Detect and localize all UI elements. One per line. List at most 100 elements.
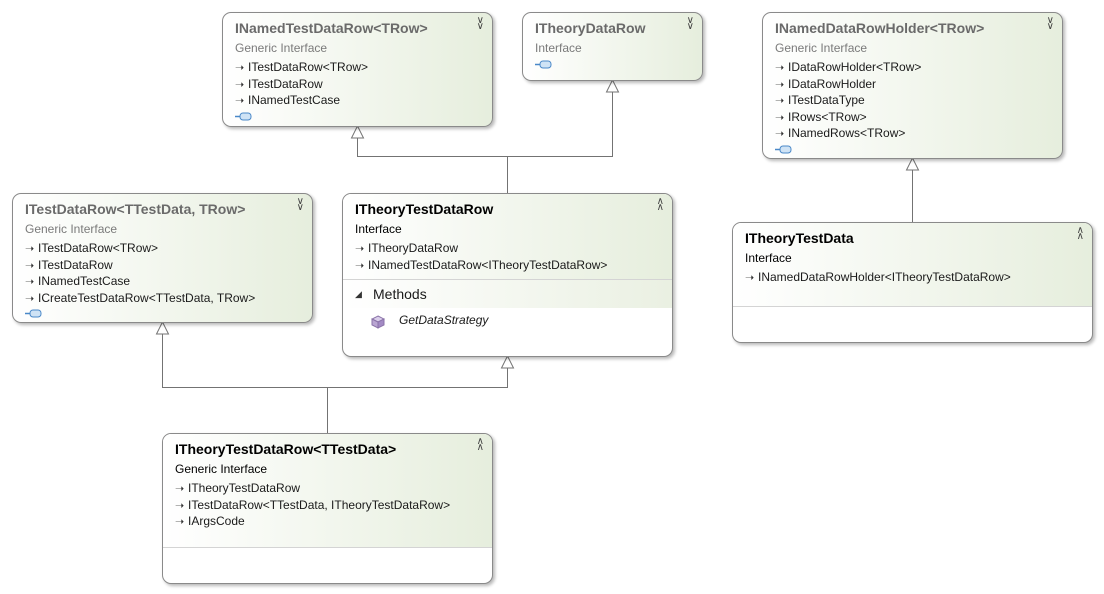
inheritance-arrow-icon: ➝ xyxy=(235,78,245,91)
inheritance-arrow-icon: ➝ xyxy=(25,243,35,255)
generalization-arrowhead xyxy=(905,156,920,171)
shape-title: ITestDataRow<TTestData, TRow> xyxy=(25,201,246,217)
inherited-interface: ➝INamedTestDataRow<ITheoryTestDataRow> xyxy=(355,258,646,275)
inheritance-arrow-icon: ➝ xyxy=(175,499,185,512)
inherited-interface: ➝ITestDataRow<TRow> xyxy=(25,241,300,258)
edge-generic-to-itheorytestdatarow xyxy=(327,368,508,388)
interface-lollipop-icon xyxy=(535,60,690,69)
generalization-arrowhead xyxy=(155,320,170,335)
shape-header: ITestDataRow<TTestData, TRow> Generic In… xyxy=(13,194,312,237)
empty-compartment xyxy=(733,306,1092,342)
method-name: GetDataStrategy xyxy=(399,313,489,327)
inheritance-arrow-icon: ➝ xyxy=(775,62,785,74)
inheritance-arrow-icon: ➝ xyxy=(235,95,245,108)
interface-shape-itestdatarow[interactable]: ITestDataRow<TTestData, TRow> Generic In… xyxy=(12,193,313,323)
triangle-down-icon[interactable]: ◢ xyxy=(355,289,362,299)
inheritance-arrow-icon: ➝ xyxy=(775,111,785,124)
method-cube-icon xyxy=(370,313,386,337)
double-chevron-down-icon[interactable]: ∨∨ xyxy=(296,196,304,213)
inherited-interface: ➝IRows<TRow> xyxy=(775,110,1050,127)
inheritance-arrow-icon: ➝ xyxy=(25,259,35,272)
shape-title: ITheoryTestDataRow xyxy=(355,201,494,217)
inherited-interface: ➝INamedRows<TRow> xyxy=(775,126,1050,143)
shape-header: INamedTestDataRow<TRow> Generic Interfac… xyxy=(223,13,492,56)
methods-compartment: ◢ Methods GetDataStrategy xyxy=(343,279,672,332)
shape-header: ITheoryTestDataRow<TTestData> Generic In… xyxy=(163,434,492,547)
inheritance-arrow-icon: ➝ xyxy=(775,78,785,91)
generalization-arrowhead xyxy=(500,354,515,369)
inherited-interface: ➝ITestDataRow xyxy=(25,258,300,275)
inherited-interface: ➝INamedDataRowHolder<ITheoryTestDataRow> xyxy=(745,270,1066,287)
double-chevron-up-icon[interactable]: ∧∧ xyxy=(1076,225,1084,242)
inheritance-list: ➝IDataRowHolder<TRow> ➝IDataRowHolder ➝I… xyxy=(763,56,1062,154)
compartment-label: Methods xyxy=(373,286,427,302)
double-chevron-down-icon[interactable]: ∨∨ xyxy=(1046,15,1054,32)
shape-title: ITheoryTestDataRow<TTestData> xyxy=(175,441,397,457)
shape-header: ITheoryTestData Interface ∧∧ ➝INamedData… xyxy=(733,223,1092,306)
inheritance-arrow-icon: ➝ xyxy=(25,292,35,305)
double-chevron-down-icon[interactable]: ∨∨ xyxy=(476,15,484,32)
inheritance-arrow-icon: ➝ xyxy=(175,516,185,529)
inherited-interface: ➝IDataRowHolder xyxy=(775,77,1050,94)
inheritance-list: ➝ITheoryTestDataRow ➝ITestDataRow<TTestD… xyxy=(175,481,466,531)
compartment-header[interactable]: ◢ Methods xyxy=(343,280,672,308)
shape-title: ITheoryDataRow xyxy=(535,20,646,36)
interface-lollipop-icon xyxy=(25,309,300,318)
inheritance-arrow-icon: ➝ xyxy=(25,276,35,289)
empty-compartment xyxy=(163,547,492,583)
method-item[interactable]: GetDataStrategy xyxy=(343,308,672,332)
edge-itheorytestdatarow-to-itheorydatarow xyxy=(507,92,613,157)
inheritance-arrow-icon: ➝ xyxy=(175,483,185,495)
generalization-arrowhead xyxy=(605,78,620,93)
inherited-interface: ➝ITestDataRow<TRow> xyxy=(235,60,480,77)
inheritance-arrow-icon: ➝ xyxy=(235,62,245,74)
shape-kind: Generic Interface xyxy=(175,462,268,476)
shape-header: INamedDataRowHolder<TRow> Generic Interf… xyxy=(763,13,1062,56)
inheritance-arrow-icon: ➝ xyxy=(745,272,755,284)
inherited-interface: ➝ITestDataRow<TTestData, ITheoryTestData… xyxy=(175,498,466,515)
inherited-interface: ➝ITestDataType xyxy=(775,93,1050,110)
inheritance-list: ➝ITestDataRow<TRow> ➝ITestDataRow ➝IName… xyxy=(223,56,492,121)
double-chevron-up-icon[interactable]: ∧∧ xyxy=(656,196,664,213)
shape-kind: Interface xyxy=(535,41,582,55)
edge-generic-to-itestdatarow xyxy=(162,334,328,433)
inherited-interface: ➝INamedTestCase xyxy=(25,274,300,291)
shape-title: ITheoryTestData xyxy=(745,230,854,246)
shape-title: INamedDataRowHolder<TRow> xyxy=(775,20,985,36)
generalization-arrowhead xyxy=(350,124,365,139)
inheritance-list: ➝ITestDataRow<TRow> ➝ITestDataRow ➝IName… xyxy=(13,237,312,318)
inheritance-list: ➝INamedDataRowHolder<ITheoryTestDataRow> xyxy=(745,270,1066,287)
shape-title: INamedTestDataRow<TRow> xyxy=(235,20,428,36)
interface-lollipop-icon xyxy=(775,145,1050,154)
interface-shape-itheorytestdatarow-generic[interactable]: ITheoryTestDataRow<TTestData> Generic In… xyxy=(162,433,493,584)
interface-shape-inameddatarowholder[interactable]: INamedDataRowHolder<TRow> Generic Interf… xyxy=(762,12,1063,159)
edge-itheorytestdatarow-to-inamedtestdatarow xyxy=(357,138,508,193)
shape-kind: Generic Interface xyxy=(235,41,328,55)
inherited-interface: ➝INamedTestCase xyxy=(235,93,480,110)
inherited-interface: ➝ITheoryTestDataRow xyxy=(175,481,466,498)
inheritance-arrow-icon: ➝ xyxy=(775,128,785,141)
inherited-interface: ➝ICreateTestDataRow<TTestData, TRow> xyxy=(25,291,300,308)
interface-lollipop-icon xyxy=(235,112,480,121)
interface-shape-itheorytestdata[interactable]: ITheoryTestData Interface ∧∧ ➝INamedData… xyxy=(732,222,1093,343)
shape-kind: Generic Interface xyxy=(25,222,118,236)
interface-shape-inamedtestdatarow[interactable]: INamedTestDataRow<TRow> Generic Interfac… xyxy=(222,12,493,127)
inheritance-arrow-icon: ➝ xyxy=(775,95,785,108)
shape-kind: Interface xyxy=(355,222,402,236)
interface-shape-itheorytestdatarow[interactable]: ITheoryTestDataRow Interface ∧∧ ➝ITheory… xyxy=(342,193,673,357)
shape-header: ITheoryTestDataRow Interface ∧∧ ➝ITheory… xyxy=(343,194,672,279)
inheritance-arrow-icon: ➝ xyxy=(355,243,365,255)
inheritance-arrow-icon: ➝ xyxy=(355,259,365,272)
interface-shape-itheorydatarow[interactable]: ITheoryDataRow Interface ∨∨ xyxy=(522,12,703,81)
double-chevron-down-icon[interactable]: ∨∨ xyxy=(686,15,694,32)
inherited-interface: ➝ITestDataRow xyxy=(235,77,480,94)
shape-kind: Generic Interface xyxy=(775,41,868,55)
double-chevron-up-icon[interactable]: ∧∧ xyxy=(476,436,484,453)
inherited-interface: ➝ITheoryDataRow xyxy=(355,241,646,258)
shape-header: ITheoryDataRow Interface ∨∨ xyxy=(523,13,702,56)
inheritance-list: ➝ITheoryDataRow ➝INamedTestDataRow<ITheo… xyxy=(355,241,646,274)
inherited-interface: ➝IArgsCode xyxy=(175,514,466,531)
shape-kind: Interface xyxy=(745,251,792,265)
inherited-interface: ➝IDataRowHolder<TRow> xyxy=(775,60,1050,77)
